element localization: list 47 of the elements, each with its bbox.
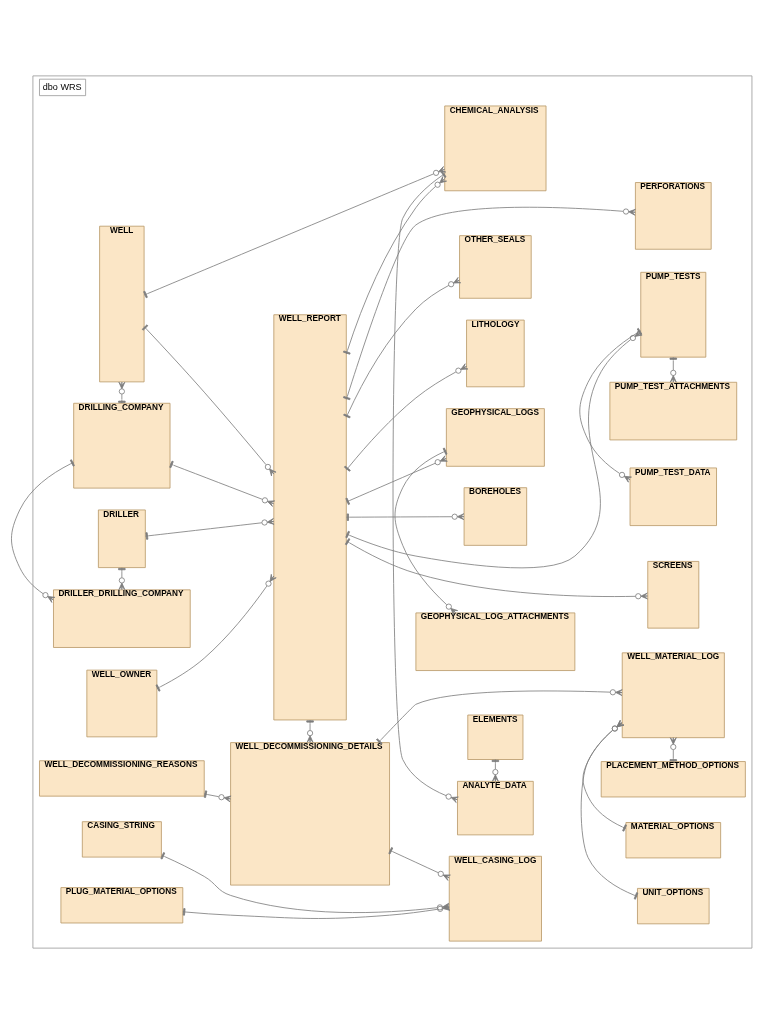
connector — [343, 206, 636, 401]
connector — [580, 720, 639, 900]
node-box: UNIT_OPTIONS — [637, 888, 710, 925]
node-box: MATERIAL_OPTIONS — [625, 822, 722, 859]
node-box: WELL_OWNER — [86, 669, 158, 738]
node-box: WELL_DECOMMISSIONING_REASONS — [39, 760, 205, 797]
connector — [394, 447, 459, 616]
node-box: GEOPHYSICAL_LOGS — [445, 408, 545, 467]
connector — [118, 381, 126, 404]
node-box: PERFORATIONS — [635, 182, 712, 250]
connector — [145, 518, 275, 540]
connector — [155, 573, 277, 692]
connector — [143, 166, 447, 299]
connector — [345, 455, 448, 506]
node-box: BOREHOLES — [463, 487, 528, 546]
node-box: ANALYTE_DATA — [457, 780, 534, 836]
node-box: SCREENS — [647, 561, 700, 629]
node-box: PUMP_TEST_ATTACHMENTS — [609, 381, 738, 441]
connector — [376, 689, 623, 745]
node-box: CASING_STRING — [81, 821, 162, 858]
node-box: CHEMICAL_ANALYSIS — [444, 105, 547, 192]
node-box: WELL_DECOMMISSIONING_DETAILS — [230, 742, 390, 886]
connector — [669, 737, 677, 762]
connector — [141, 324, 277, 477]
node-box: DRILLER — [98, 509, 146, 568]
connector — [491, 759, 500, 782]
connector — [388, 847, 451, 881]
connector — [203, 790, 232, 803]
connector — [11, 459, 75, 603]
connector — [669, 356, 677, 383]
connector — [345, 329, 643, 569]
connector — [343, 176, 447, 355]
node-box: WELL_CASING_LOG — [448, 855, 542, 942]
connector — [169, 460, 276, 507]
connector — [343, 363, 469, 472]
node-box: WELL_MATERIAL_LOG — [621, 652, 725, 739]
node-box: OTHER_SEALS — [459, 235, 532, 299]
node-box: DRILLER_DRILLING_COMPANY — [53, 589, 191, 648]
connector — [306, 719, 314, 743]
node-box: GEOPHYSICAL_LOG_ATTACHMENTS — [415, 612, 576, 671]
connector — [346, 513, 465, 521]
node-box: PUMP_TEST_DATA — [629, 467, 717, 526]
node-box: LITHOLOGY — [466, 319, 525, 388]
connector — [579, 327, 643, 483]
connector — [343, 277, 462, 419]
connector — [344, 538, 648, 600]
connector — [392, 170, 459, 803]
